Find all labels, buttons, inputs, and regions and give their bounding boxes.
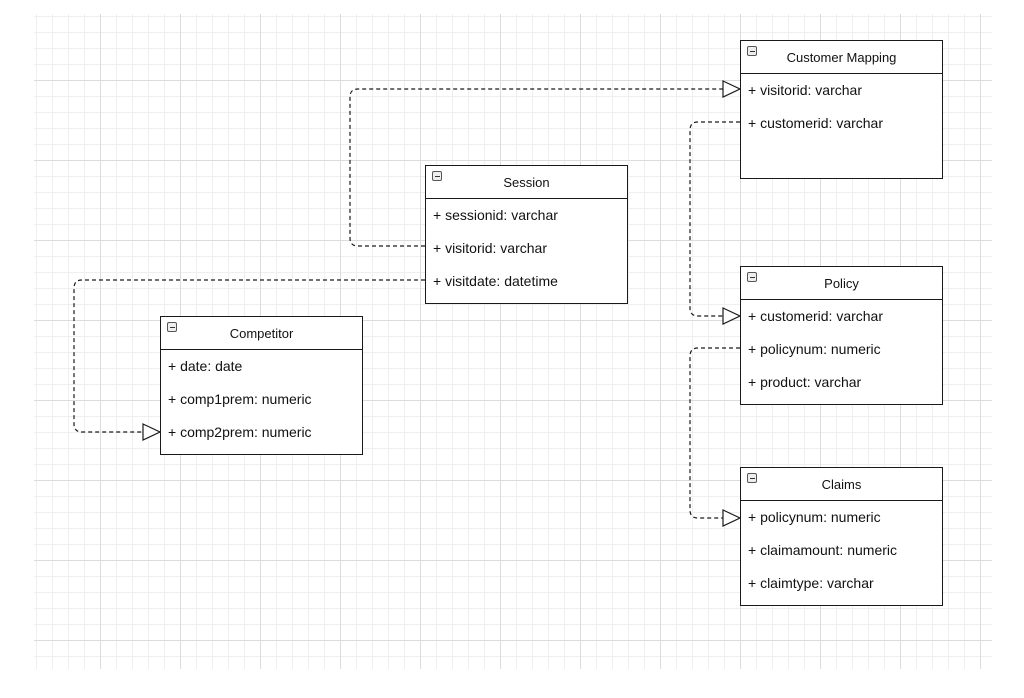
entity-header: Claims [741,468,942,501]
attribute-product[interactable]: + product: varchar [748,374,862,390]
entity-title: Policy [824,275,859,291]
collapse-icon[interactable] [747,46,757,56]
attribute-visitorid[interactable]: + visitorid: varchar [748,82,862,98]
attribute-comp2prem[interactable]: + comp2prem: numeric [168,424,312,440]
entity-policy[interactable]: Policy + customerid: varchar + policynum… [740,266,943,405]
attribute-policynum[interactable]: + policynum: numeric [748,341,881,357]
entity-header: Policy [741,267,942,300]
entity-header: Session [426,166,627,199]
entity-header: Competitor [161,317,362,350]
attribute-policynum[interactable]: + policynum: numeric [748,509,881,525]
attribute-visitorid[interactable]: + visitorid: varchar [433,240,547,256]
attribute-customerid[interactable]: + customerid: varchar [748,308,883,324]
entity-title: Competitor [229,325,294,341]
attribute-claimamount[interactable]: + claimamount: numeric [748,542,898,558]
attribute-date[interactable]: + date: date [168,358,243,374]
entity-title: Customer Mapping [786,49,897,65]
collapse-icon[interactable] [432,171,442,181]
entity-header: Customer Mapping [741,41,942,74]
collapse-icon[interactable] [167,322,177,332]
attribute-visitdate[interactable]: + visitdate: datetime [433,273,558,289]
collapse-icon[interactable] [747,272,757,282]
entity-title: Session [503,174,550,190]
entity-claims[interactable]: Claims + policynum: numeric + claimamoun… [740,467,943,606]
entity-session[interactable]: Session + sessionid: varchar + visitorid… [425,165,628,304]
collapse-icon[interactable] [747,473,757,483]
entity-competitor[interactable]: Competitor + date: date + comp1prem: num… [160,316,363,455]
attribute-customerid[interactable]: + customerid: varchar [748,115,883,131]
entity-customer-mapping[interactable]: Customer Mapping + visitorid: varchar + … [740,40,943,179]
attribute-claimtype[interactable]: + claimtype: varchar [748,575,874,591]
attribute-sessionid[interactable]: + sessionid: varchar [433,207,558,223]
attribute-comp1prem[interactable]: + comp1prem: numeric [168,391,312,407]
entity-title: Claims [821,476,862,492]
